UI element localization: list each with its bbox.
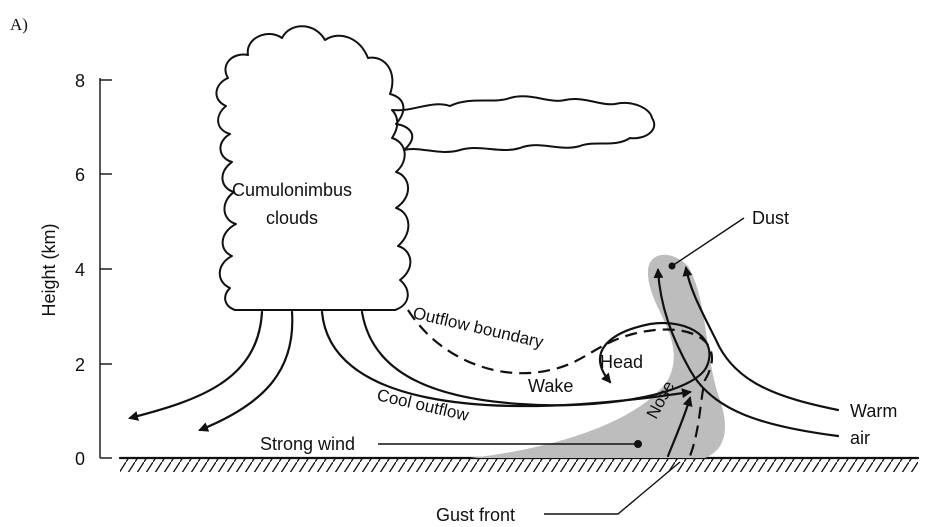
warm-air-label-line2: air [850, 428, 870, 448]
outflow-boundary-label: Outflow boundary [411, 303, 546, 352]
y-tick-label: 0 [75, 449, 85, 469]
dust-label: Dust [752, 208, 789, 228]
gust-front-label: Gust front [436, 505, 515, 525]
y-tick-label: 6 [75, 165, 85, 185]
y-axis: 8 6 4 2 0 Height (km) [39, 71, 112, 469]
outflow-arrow-left [130, 312, 262, 418]
y-axis-label: Height (km) [39, 223, 59, 316]
strong-wind-label: Strong wind [260, 434, 355, 454]
y-tick-label: 2 [75, 355, 85, 375]
cool-outflow-label: Cool outflow [375, 385, 471, 425]
y-tick-label: 4 [75, 260, 85, 280]
cloud-label-line1: Cumulonimbus [232, 180, 352, 200]
head-label: Head [600, 352, 643, 372]
dust-dot [669, 263, 676, 270]
dust-plume [470, 255, 725, 458]
dust-leader [672, 218, 744, 266]
warm-air-label-line1: Warm [850, 401, 897, 421]
y-tick-label: 8 [75, 71, 85, 91]
panel-label: A) [10, 15, 28, 34]
ground [120, 458, 918, 472]
cumulonimbus-cloud [216, 26, 654, 310]
wake-label: Wake [528, 376, 573, 396]
outflow-arrow-center [200, 312, 292, 430]
strong-wind-dot [634, 440, 642, 448]
cloud-label-line2: clouds [266, 208, 318, 228]
